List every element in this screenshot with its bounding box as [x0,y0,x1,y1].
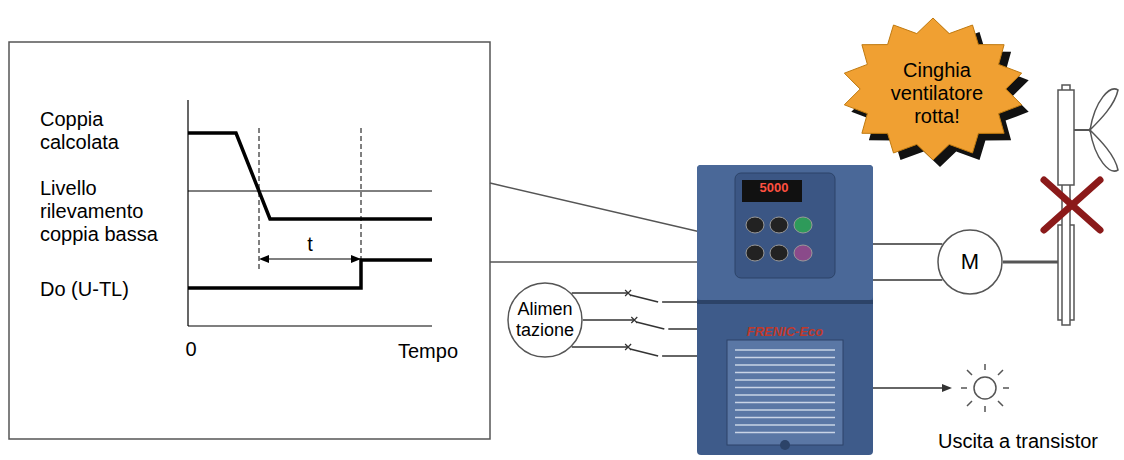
fan-blade [1090,89,1118,130]
node-outline [697,165,873,455]
broken-mark [1044,180,1100,230]
time-label: t [300,233,320,256]
starburst-callout: Cinghia ventilatore rotta! [842,18,1032,168]
node-text: M [961,249,979,274]
inverter-housing: FRENIC-Eco [697,165,873,455]
output-label: Uscita a transistor [918,430,1118,453]
node-text: FRENIC-Eco [747,325,824,340]
level-line [188,191,432,192]
display-digits: 5000 [746,179,802,196]
motor-shaft [1003,261,1062,264]
chart-label: Coppia calcolata [40,108,180,154]
fan-pulley [1058,90,1074,185]
dashed-marker [259,128,260,272]
axis-origin: 0 [181,338,201,361]
output-wire [873,387,945,389]
callout-panel [9,42,490,439]
power-supply-circle: Alimen tazione [507,282,583,358]
arrowhead [942,384,952,392]
arrowhead [351,255,361,263]
dashed-marker [361,128,362,288]
lamp-symbol [974,377,996,399]
chart-label: Livello rilevamento coppia bassa [40,177,190,246]
signal-name: Do (U-TL) [40,278,180,301]
wire-bundle [873,244,942,280]
wire-bundle [572,290,697,356]
time-arrow [262,258,358,259]
node-text: Alimen tazione [515,299,575,340]
fan-blade [1090,130,1118,171]
node-text: Cinghia ventilatore rotta! [878,59,996,128]
do-signal [188,260,432,288]
lamp-rays [961,364,1009,412]
torque-curve [188,133,432,219]
arrowhead [259,255,269,263]
axis-label: Tempo [398,340,478,363]
axis [188,325,432,326]
fan-shaft [1074,129,1090,131]
motor-circle: M [937,229,1003,295]
